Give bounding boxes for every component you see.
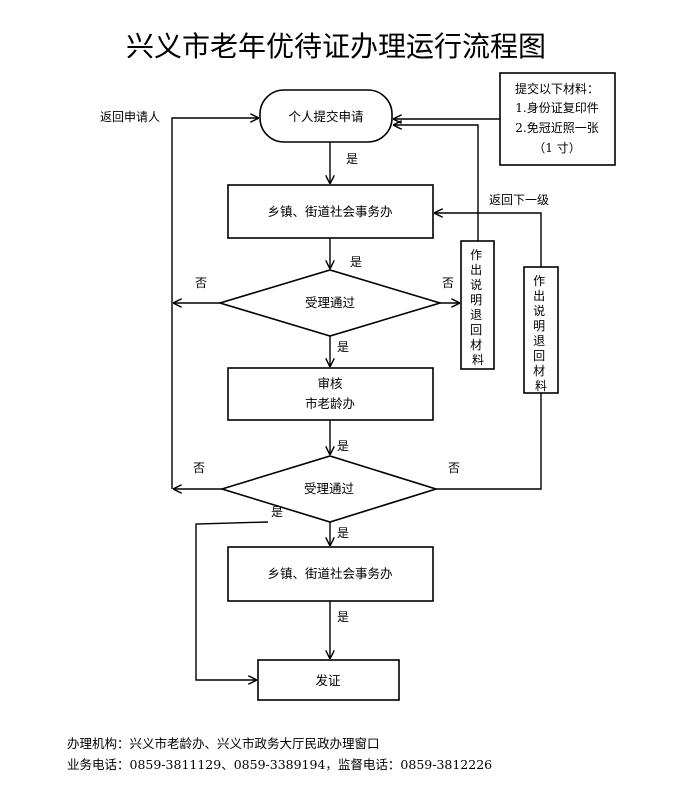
label-no: 否: [195, 276, 207, 290]
page-title: 兴义市老年优待证办理运行流程图: [126, 30, 546, 63]
box2-char: 说: [533, 303, 545, 318]
box1-char: 明: [470, 293, 482, 307]
box1-char: 说: [470, 277, 482, 292]
materials-heading: 提交以下材料：: [515, 81, 599, 96]
box1-char: 料: [472, 353, 484, 367]
materials-item-3: （1 寸）: [533, 141, 580, 155]
box2-char: 退: [533, 334, 545, 348]
label-yes: 是: [337, 610, 349, 624]
township-office-label-1: 乡镇、街道社会事务办: [267, 204, 392, 219]
label-yes: 是: [346, 152, 358, 166]
label-return-lower: 返回下一级: [489, 193, 549, 207]
return-explain-box-2-text: 作 出 说 明 退 回 材 料: [533, 274, 549, 393]
box2-char: 料: [535, 379, 547, 393]
box1-char: 回: [470, 323, 482, 337]
arrow-box1-to-start: [394, 125, 479, 241]
issue-certificate-label: 发证: [315, 673, 341, 688]
review-label-1: 审核: [317, 376, 343, 391]
start-node-label: 个人提交申请: [288, 109, 363, 124]
box2-char: 作: [533, 274, 545, 288]
issue-certificate-box: [257, 659, 400, 701]
label-no: 否: [448, 461, 460, 475]
label-yes: 是: [337, 340, 349, 354]
footer-phone: 业务电话：0859-3811129、0859-3389194，监督电话：0859…: [67, 757, 493, 772]
arrow-return-applicant: [171, 118, 258, 489]
materials-box: [499, 72, 616, 166]
label-return-applicant: 返回申请人: [100, 110, 160, 124]
arrow-box2-to-township1: [435, 213, 542, 267]
township-office-label-2: 乡镇、街道社会事务办: [267, 566, 392, 581]
materials-item-2: 2.免冠近照一张: [515, 120, 598, 135]
label-yes: 是: [271, 505, 283, 519]
box2-char: 明: [533, 319, 545, 333]
box1-char: 材: [470, 338, 482, 352]
box1-char: 出: [470, 263, 482, 277]
township-office-box-2: [227, 546, 434, 602]
box1-char: 退: [470, 308, 482, 322]
decision-label-2: 受理通过: [304, 481, 355, 496]
township-office-box-1: [227, 184, 434, 239]
decision-label-1: 受理通过: [305, 295, 356, 310]
label-yes: 是: [337, 439, 349, 453]
box1-char: 作: [470, 248, 482, 262]
footer-agency: 办理机构：兴义市老龄办、兴义市政务大厅民政办理窗口: [67, 736, 380, 751]
label-no: 否: [442, 276, 454, 290]
review-label-2: 市老龄办: [305, 396, 355, 411]
return-explain-box-1: [460, 240, 495, 370]
materials-item-1: 1.身份证复印件: [515, 100, 598, 115]
label-yes: 是: [337, 526, 349, 540]
start-node: [259, 89, 393, 143]
return-explain-box-1-text: 作 出 说 明 退 回 材 料: [470, 248, 486, 367]
box2-char: 回: [533, 349, 545, 363]
box2-char: 出: [533, 289, 545, 303]
arrow-decision2-no-right: [436, 393, 542, 490]
box2-char: 材: [533, 364, 545, 378]
review-box: [227, 367, 434, 421]
label-no: 否: [193, 461, 205, 475]
arrow-bypass-to-issue: [195, 521, 269, 680]
label-yes: 是: [350, 255, 362, 269]
